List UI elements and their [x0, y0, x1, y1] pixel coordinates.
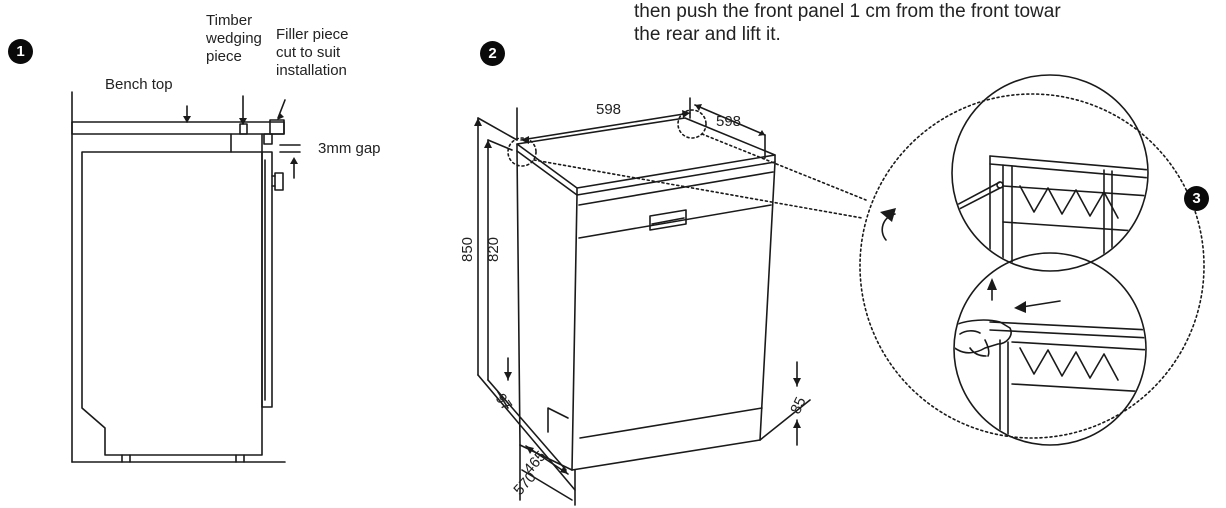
dim-width: 598 [596, 101, 621, 118]
label-timber-line-1: Timber [206, 12, 253, 29]
step-badge-3: 3 [1184, 186, 1209, 211]
label-gap: 3mm gap [318, 140, 381, 157]
label-timber-line-2: wedging [206, 30, 262, 47]
label-filler-line-3: installation [276, 62, 347, 79]
instruction-caption: then push the front panel 1 cm from the … [634, 0, 1061, 46]
label-bench-top: Bench top [105, 76, 173, 93]
figure2-perspective-view [477, 97, 867, 506]
step-badge-1: 1 [8, 39, 33, 64]
step-badge-2: 2 [480, 41, 505, 66]
figure3-zoom-detail [859, 74, 1205, 446]
dim-foot-side: 97 [492, 391, 515, 414]
dim-height-body: 820 [485, 237, 502, 262]
label-timber-line-3: piece [206, 48, 242, 65]
label-filler-line-1: Filler piece [276, 26, 349, 43]
dim-plinth: 85 [787, 394, 809, 416]
dim-height-total: 850 [459, 237, 476, 262]
dim-depth-top: 598 [716, 113, 741, 130]
figure1-side-view [71, 91, 301, 463]
caption-line-2: the rear and lift it. [634, 24, 781, 45]
label-filler-line-2: cut to suit [276, 44, 341, 61]
caption-line-1: then push the front panel 1 cm from the … [634, 1, 1061, 22]
